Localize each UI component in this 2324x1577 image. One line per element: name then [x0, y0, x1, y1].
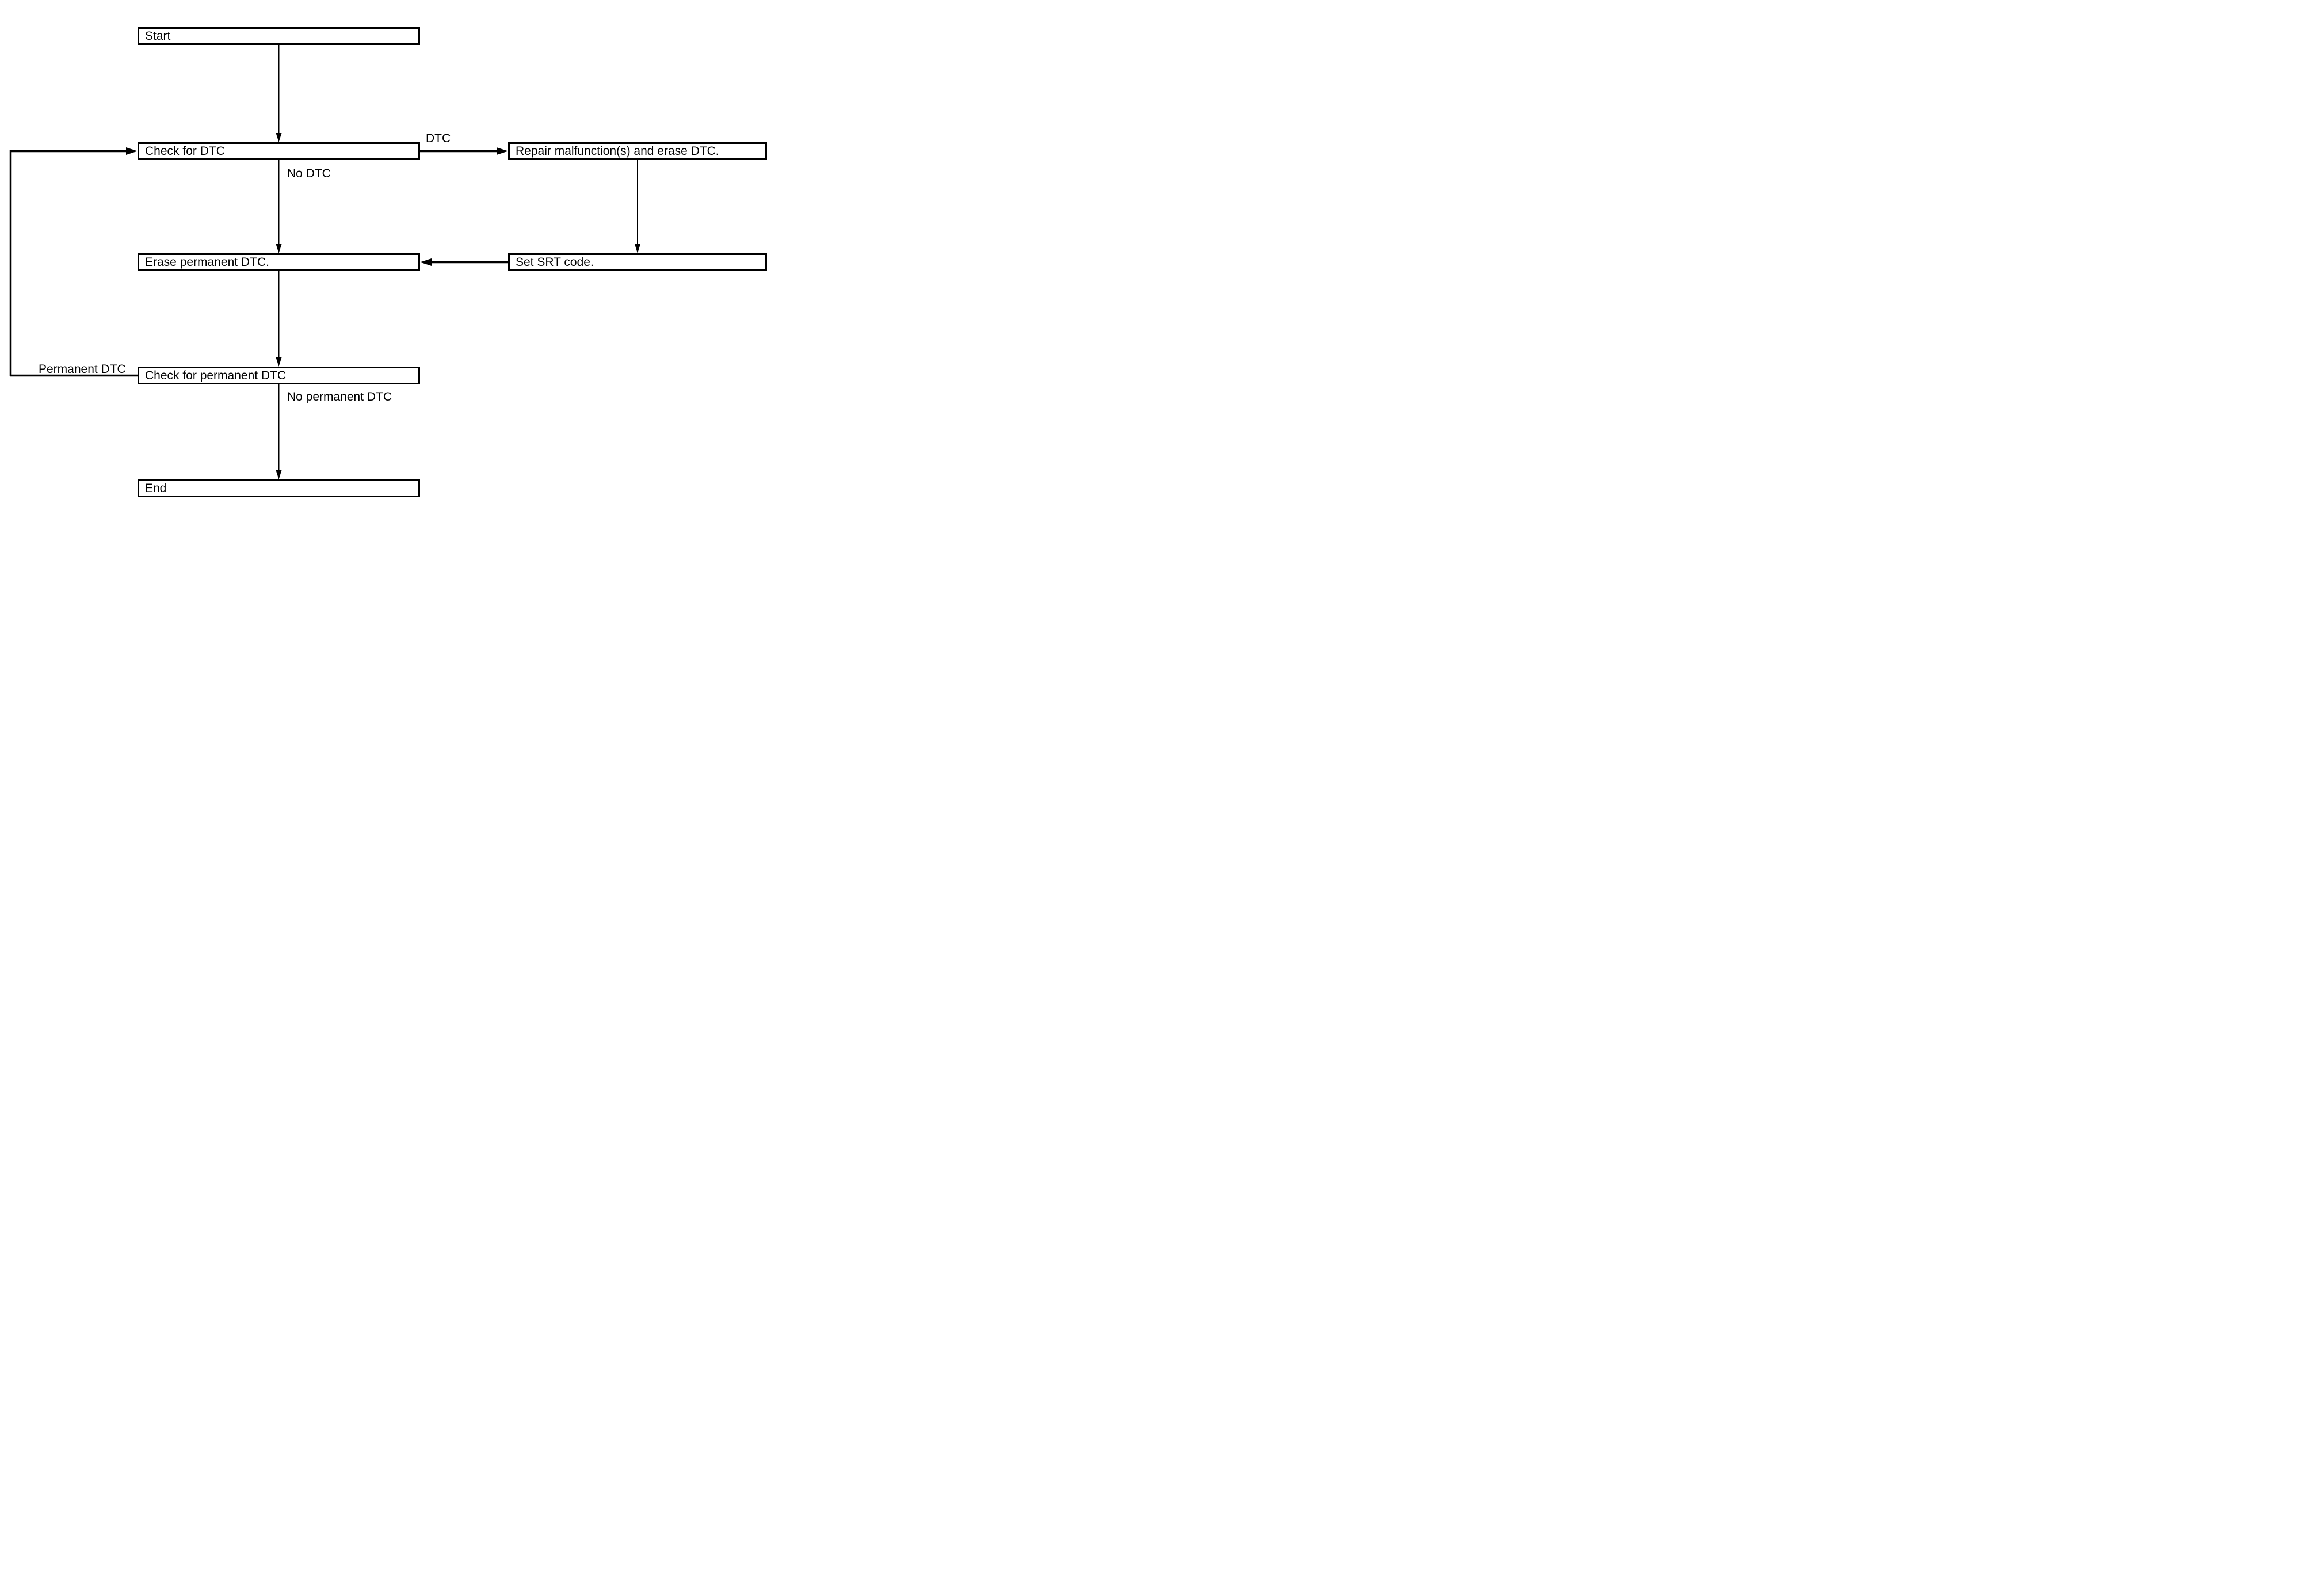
- node-repair-label: Repair malfunction(s) and erase DTC.: [516, 144, 719, 158]
- edge-repair-to-set-srt: [635, 160, 640, 253]
- node-check-permanent-label: Check for permanent DTC: [145, 369, 287, 382]
- edge-label-no-permanent-dtc: No permanent DTC: [287, 390, 392, 403]
- edge-label-dtc: DTC: [426, 132, 451, 145]
- node-end: End: [138, 479, 420, 497]
- flowchart-connectors: [9, 45, 640, 479]
- node-erase-permanent-label: Erase permanent DTC.: [145, 256, 269, 269]
- flowchart: Start Check for DTC Repair malfunction(s…: [0, 0, 775, 525]
- edge-check-permanent-to-end: [276, 384, 282, 479]
- node-set-srt-label: Set SRT code.: [516, 256, 594, 269]
- edge-label-no-dtc: No DTC: [287, 167, 331, 180]
- node-check-dtc: Check for DTC: [138, 142, 420, 160]
- node-end-label: End: [145, 482, 167, 495]
- edge-set-srt-to-erase: [420, 258, 508, 266]
- edge-permanent-dtc-loop: [9, 147, 138, 377]
- edge-check-dtc-to-erase: [276, 160, 282, 253]
- edge-check-dtc-to-repair: [420, 147, 508, 155]
- edge-label-permanent-dtc: Permanent DTC: [39, 363, 126, 376]
- node-set-srt: Set SRT code.: [508, 253, 767, 271]
- edge-start-to-check-dtc: [276, 45, 282, 142]
- node-check-dtc-label: Check for DTC: [145, 144, 225, 158]
- node-start-label: Start: [145, 29, 171, 43]
- node-start: Start: [138, 27, 420, 45]
- node-check-permanent: Check for permanent DTC: [138, 367, 420, 384]
- edge-erase-to-check-permanent: [276, 271, 282, 367]
- node-repair: Repair malfunction(s) and erase DTC.: [508, 142, 767, 160]
- node-erase-permanent: Erase permanent DTC.: [138, 253, 420, 271]
